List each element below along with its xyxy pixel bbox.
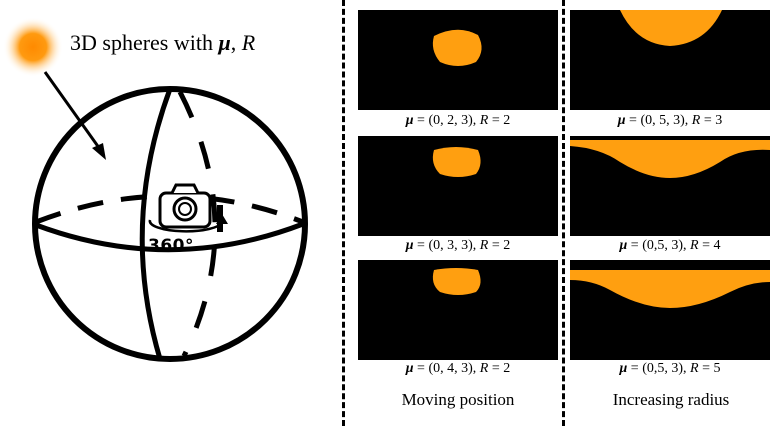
- caption-rval: = 2: [488, 113, 511, 128]
- caption-moving-2: μ = (0, 3, 3), R = 2: [358, 238, 558, 254]
- diagram-title: 3D spheres with μ, R: [70, 30, 255, 56]
- caption-radius-2: μ = (0,5, 3), R = 4: [570, 238, 770, 254]
- caption-radius-3: μ = (0,5, 3), R = 5: [570, 361, 770, 377]
- divider-right: [562, 0, 565, 426]
- caption-mu: μ: [405, 361, 414, 376]
- title-sep: ,: [230, 30, 242, 55]
- caption-mu: μ: [405, 113, 414, 128]
- panel-moving-2: [358, 136, 558, 236]
- sphere-diagram: [3, 17, 308, 362]
- column-heading-radius: Increasing radius: [612, 390, 730, 409]
- title-r: R: [241, 30, 256, 55]
- caption-eq: = (0, 4, 3),: [413, 361, 480, 376]
- divider-left: [342, 0, 345, 426]
- caption-R: R: [690, 238, 699, 253]
- panel-moving-3: [358, 260, 558, 360]
- caption-eq: = (0, 3, 3),: [413, 238, 480, 253]
- rotation-label: 360°: [148, 236, 194, 256]
- light-source-icon: [3, 17, 63, 77]
- caption-eq: = (0,5, 3),: [627, 361, 691, 376]
- caption-eq: = (0,5, 3),: [627, 238, 691, 253]
- title-prefix: 3D spheres with: [70, 30, 219, 55]
- caption-R: R: [479, 238, 489, 253]
- caption-R: R: [690, 361, 699, 376]
- column-heading-moving: Moving position: [401, 390, 515, 409]
- caption-R: R: [691, 113, 701, 128]
- caption-rval: = 2: [488, 238, 511, 253]
- arrow: [43, 71, 104, 153]
- caption-mu: μ: [619, 238, 628, 253]
- caption-R: R: [479, 361, 489, 376]
- caption-eq: = (0, 5, 3),: [625, 113, 692, 128]
- panel-moving-1: [358, 10, 558, 110]
- caption-mu: μ: [619, 361, 628, 376]
- panel-radius-2: [570, 136, 770, 236]
- caption-moving-3: μ = (0, 4, 3), R = 2: [358, 361, 558, 377]
- caption-rval: = 2: [488, 361, 511, 376]
- title-mu: μ: [218, 30, 231, 55]
- caption-rval: = 4: [698, 238, 721, 253]
- caption-mu: μ: [405, 238, 414, 253]
- caption-mu: μ: [617, 113, 626, 128]
- caption-rval: = 3: [700, 113, 723, 128]
- meridian-back: [177, 90, 218, 358]
- arrow-head-icon: [92, 143, 106, 160]
- caption-eq: = (0, 2, 3),: [413, 113, 480, 128]
- panel-radius-3: [570, 260, 770, 360]
- caption-moving-1: μ = (0, 2, 3), R = 2: [358, 113, 558, 129]
- caption-rval: = 5: [698, 361, 721, 376]
- caption-radius-1: μ = (0, 5, 3), R = 3: [570, 113, 770, 129]
- panel-radius-1: [570, 10, 770, 110]
- caption-R: R: [479, 113, 489, 128]
- equator-front: [35, 221, 304, 253]
- meridian-front: [139, 88, 173, 360]
- camera-icon: [158, 183, 212, 229]
